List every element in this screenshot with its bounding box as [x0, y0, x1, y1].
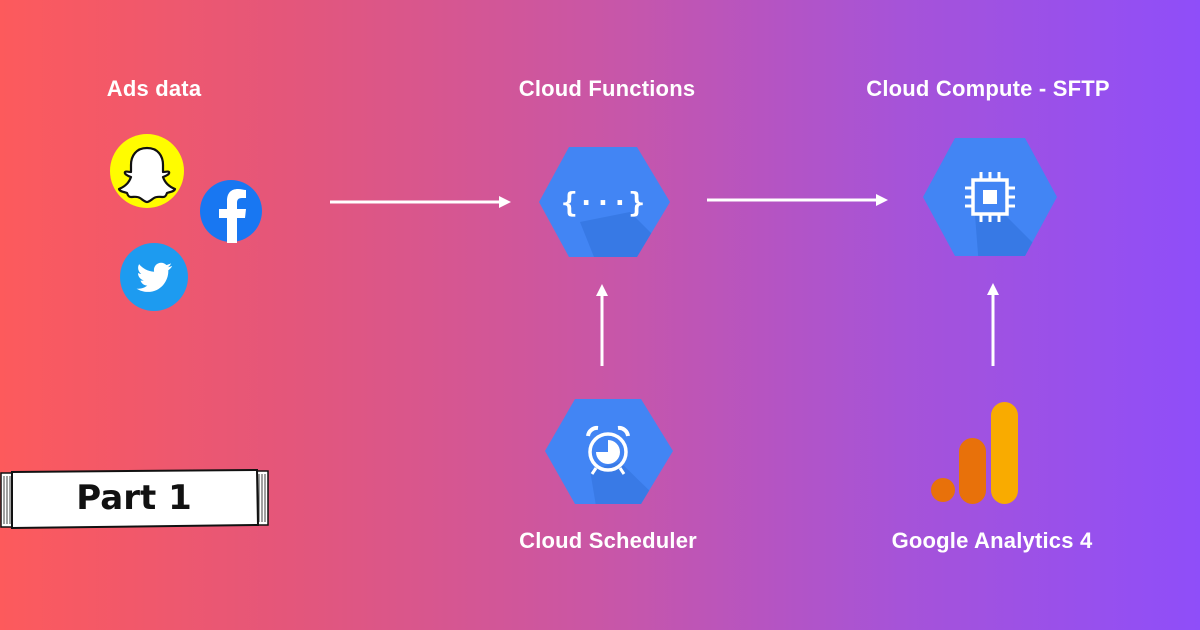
twitter-icon: [120, 243, 188, 311]
cloud-functions-label: Cloud Functions: [518, 76, 696, 101]
facebook-icon: [200, 180, 262, 243]
part-banner-label: Part 1: [76, 478, 192, 518]
cloud-functions-icon: {···}: [539, 147, 670, 257]
cloud-compute-label: Cloud Compute - SFTP: [866, 76, 1110, 101]
part-banner: [0, 468, 269, 530]
ads-data-label: Ads data: [106, 76, 202, 101]
google-analytics-bars-icon: [931, 402, 1018, 504]
compute-engine-chip-icon: [923, 138, 1057, 256]
cloud-scheduler-label: Cloud Scheduler: [519, 528, 697, 553]
svg-text:{···}: {···}: [561, 186, 645, 219]
alarm-clock-icon: [545, 399, 673, 504]
snapchat-icon: [110, 134, 184, 208]
google-analytics-label: Google Analytics 4: [891, 528, 1093, 553]
